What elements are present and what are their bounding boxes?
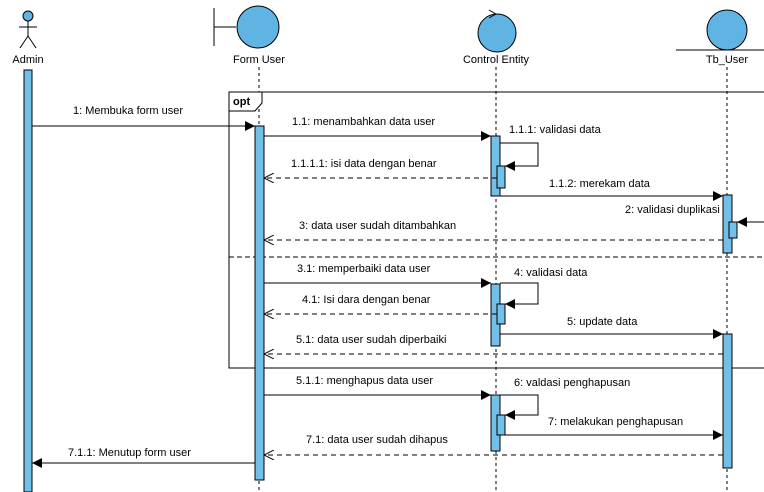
activation-control-3-nested xyxy=(496,414,506,436)
message-label: 5.1: data user sudah diperbaiki xyxy=(296,334,446,346)
message-label: 5: update data xyxy=(567,316,638,328)
message-label: 1.1.1.1: isi data dengan benar xyxy=(291,158,437,170)
participant-tb-user[interactable]: Tb_User xyxy=(676,9,764,66)
activation-tb-user-1-nested xyxy=(728,221,738,239)
boundary-icon xyxy=(213,5,280,49)
participant-label: Form User xyxy=(233,54,285,66)
message-label: 6: valdasi penghapusan xyxy=(514,377,630,389)
control-icon xyxy=(477,9,517,53)
message-arrow xyxy=(500,282,539,309)
message-label: 7.1: data user sudah dihapus xyxy=(306,434,448,446)
participant-label: Admin xyxy=(12,54,43,66)
message-label: 1.1.2: merekam data xyxy=(549,178,651,190)
message-label: 7: melakukan penghapusan xyxy=(548,416,683,428)
participant-form-user[interactable]: Form User xyxy=(213,5,285,66)
activations xyxy=(23,69,738,492)
participant-admin[interactable]: Admin xyxy=(12,10,44,66)
participant-label: Control Entity xyxy=(463,54,530,66)
message-arrow xyxy=(500,394,539,420)
message-arrow xyxy=(500,142,539,171)
opt-fragment[interactable]: opt xyxy=(228,91,764,369)
fragment-operator: opt xyxy=(233,96,250,108)
entity-icon xyxy=(676,9,764,51)
fragment-operator-tab xyxy=(228,91,263,112)
activation-control-1-nested xyxy=(496,165,506,189)
participant-label: Tb_User xyxy=(706,54,749,66)
activation-tb-user-2 xyxy=(722,333,733,469)
message-label: 1: Membuka form user xyxy=(73,105,183,117)
message-labels: 1: Membuka form user 1.1: menambahkan da… xyxy=(68,105,720,459)
message-label: 1.1: menambahkan data user xyxy=(292,116,435,128)
message-label: 3: data user sudah ditambahkan xyxy=(299,220,456,232)
message-label: 1.1.1: validasi data xyxy=(509,124,602,136)
activation-form-user xyxy=(254,125,265,481)
actor-icon xyxy=(19,10,37,49)
message-label: 3.1: memperbaiki data user xyxy=(297,263,431,275)
message-label: 4: validasi data xyxy=(514,267,588,279)
message-label: 5.1.1: menghapus data user xyxy=(296,375,433,387)
messages xyxy=(32,121,764,468)
message-label: 4.1: Isi dara dengan benar xyxy=(302,294,431,306)
message-label: 2: validasi duplikasi xyxy=(625,204,720,216)
message-label: 7.1.1: Menutup form user xyxy=(68,447,191,459)
participant-control-entity[interactable]: Control Entity xyxy=(463,9,530,66)
activation-control-2-nested xyxy=(496,303,506,325)
activation-admin xyxy=(23,69,33,492)
